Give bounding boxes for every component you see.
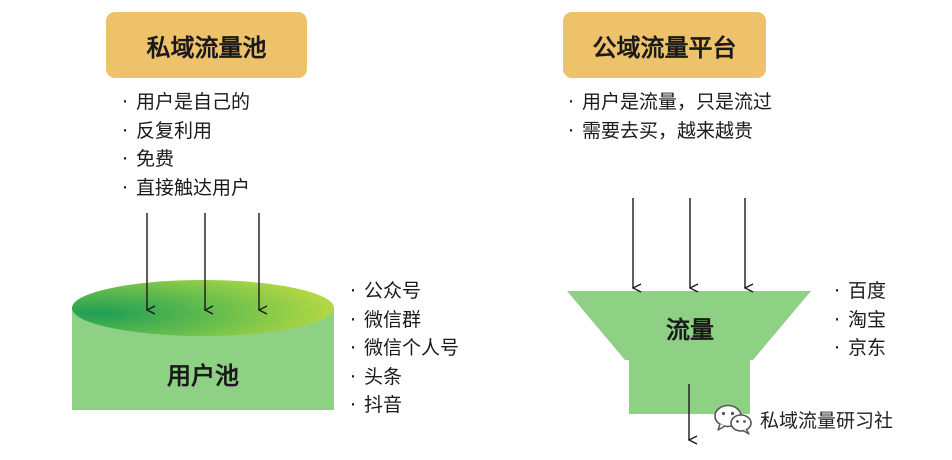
private-pool-channels: ·公众号 ·微信群 ·微信个人号 ·头条 ·抖音	[350, 277, 459, 420]
channel-item: ·公众号	[350, 280, 422, 302]
channel-item: ·微信群	[350, 308, 422, 331]
channel-item: ·京东	[834, 337, 887, 359]
funnel-top	[567, 291, 811, 360]
channel-item: ·百度	[834, 280, 887, 302]
private-pool-title: 私域流量池	[106, 12, 307, 78]
channel-item: ·头条	[350, 365, 403, 388]
wechat-icon	[714, 404, 752, 435]
public-platform-title: 公域流量平台	[563, 12, 766, 78]
channel-item: ·淘宝	[834, 308, 887, 331]
private-pool-features: ·用户是自己的 ·反复利用 ·免费 ·直接触达用户	[122, 88, 250, 202]
watermark-text: 私域流量研习社	[760, 409, 894, 432]
feature-item: ·需要去买，越来越贵	[568, 119, 754, 142]
pool-top	[72, 280, 334, 336]
feature-item: ·反复利用	[122, 119, 213, 142]
watermark: 私域流量研习社	[712, 402, 893, 436]
feature-item: ·直接触达用户	[122, 176, 251, 199]
user-pool-label: 用户池	[167, 362, 239, 390]
public-platform-channels: ·百度 ·淘宝 ·京东	[834, 277, 886, 363]
feature-item: ·用户是流量，只是流过	[568, 91, 773, 113]
traffic-label: 流量	[666, 316, 714, 344]
feature-item: ·免费	[122, 148, 175, 170]
channel-item: ·微信个人号	[350, 337, 460, 359]
channel-item: ·抖音	[350, 394, 403, 416]
feature-item: ·用户是自己的	[122, 91, 251, 113]
user-pool-cylinder	[72, 280, 334, 410]
public-platform-features: ·用户是流量，只是流过 ·需要去买，越来越贵	[568, 88, 772, 145]
